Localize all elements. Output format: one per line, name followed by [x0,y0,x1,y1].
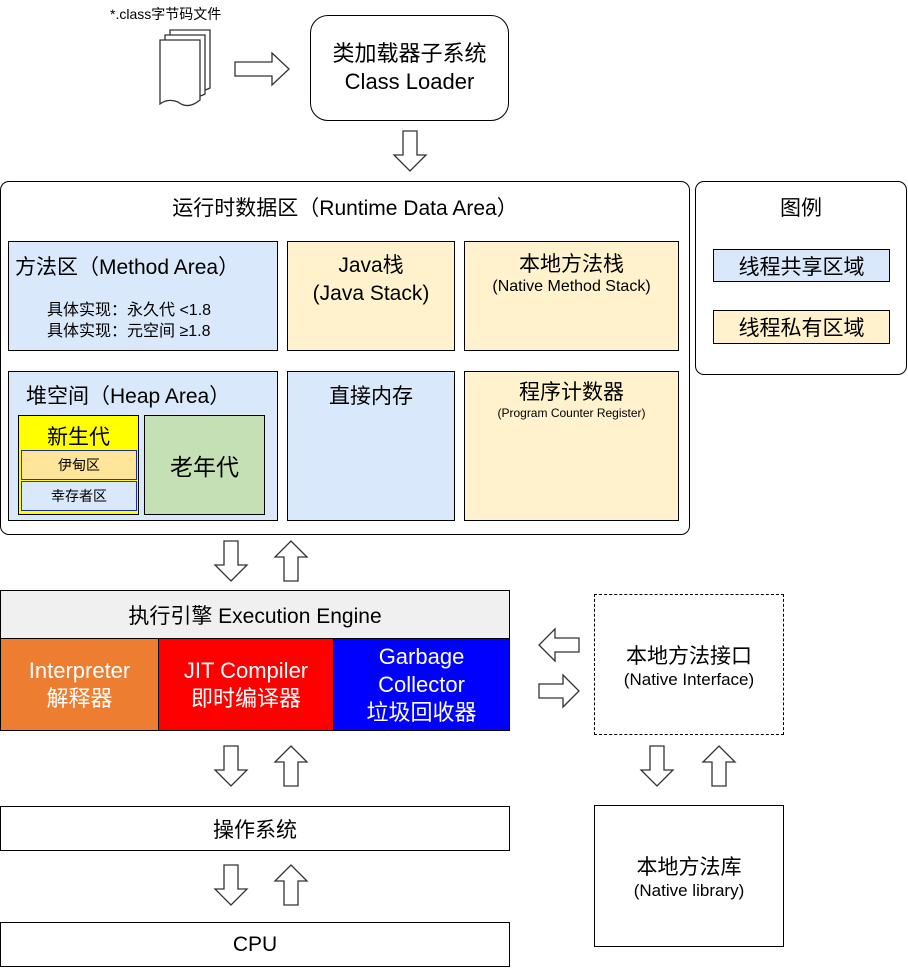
method-area: 方法区（Method Area） 具体实现：永久代 <1.8 具体实现：元空间 … [8,241,278,351]
direct-memory: 直接内存 [287,371,455,521]
direct-memory-label: 直接内存 [329,385,413,408]
young-gen-label: 新生代 [47,426,110,449]
native-library: 本地方法库 (Native library) [594,805,784,947]
operating-system: 操作系统 [0,806,510,851]
arrow-up-icon [273,864,309,906]
native-interface: 本地方法接口 (Native Interface) [594,594,784,735]
interpreter: Interpreter 解释器 [0,638,159,731]
gc-en-1: Garbage [378,643,465,669]
native-method-stack: 本地方法栈 (Native Method Stack) [464,241,679,351]
arrow-up-icon [273,540,309,582]
legend-private: 线程私有区域 [713,310,890,344]
old-generation: 老年代 [144,415,265,515]
interpreter-en: Interpreter [28,657,131,683]
garbage-collector: Garbage Collector 垃圾回收器 [333,638,510,731]
runtime-title: 运行时数据区（Runtime Data Area） [172,197,518,220]
arrow-down-icon [392,130,428,172]
arrow-left-icon [538,627,580,663]
eden-space: 伊甸区 [21,450,137,480]
class-loader-en: Class Loader [344,69,475,94]
heap-title: 堆空间（Heap Area） [26,385,231,408]
jit-en: JIT Compiler [183,657,309,683]
method-area-title: 方法区（Method Area） [15,256,240,279]
class-file-caption: *.class字节码文件 [110,6,222,22]
runtime-data-area: 运行时数据区（Runtime Data Area） [0,181,690,535]
execution-engine-header: 执行引擎 Execution Engine [0,590,510,639]
native-stack-cn: 本地方法栈 [519,253,624,276]
arrow-down-icon [213,540,249,582]
survivor-space: 幸存者区 [21,481,137,511]
jit-compiler: JIT Compiler 即时编译器 [158,638,334,731]
pc-en: (Program Counter Register) [497,406,646,420]
arrow-right-icon [538,673,580,709]
document-stack-icon [159,29,211,107]
arrow-up-icon [273,745,309,787]
legend-shared: 线程共享区域 [713,249,890,282]
legend-title: 图例 [780,197,822,220]
impl-metaspace: 具体实现：元空间 ≥1.8 [47,323,211,340]
java-stack-en: (Java Stack) [312,282,430,305]
arrow-down-icon [213,745,249,787]
class-loader-box: 类加载器子系统 Class Loader [310,15,509,121]
native-interface-cn: 本地方法接口 [626,644,752,668]
jit-cn: 即时编译器 [190,685,301,711]
arrow-down-icon [213,864,249,906]
gc-en-2: Collector [378,671,465,697]
interpreter-cn: 解释器 [46,685,113,711]
java-stack-cn: Java栈 [338,254,404,277]
arrow-up-icon [701,745,737,787]
pc-cn: 程序计数器 [519,381,624,404]
native-stack-en: (Native Method Stack) [492,278,651,295]
java-stack: Java栈 (Java Stack) [287,241,455,351]
program-counter-register: 程序计数器 (Program Counter Register) [464,371,679,521]
method-area-impl: 具体实现：永久代 <1.8 具体实现：元空间 ≥1.8 [47,300,211,342]
arrow-right-icon [234,51,290,87]
native-interface-en: (Native Interface) [623,669,755,689]
cpu: CPU [0,922,510,967]
legend: 图例 [695,181,907,375]
class-loader-cn: 类加载器子系统 [332,41,487,66]
native-library-cn: 本地方法库 [636,856,742,879]
arrow-down-icon [639,745,675,787]
impl-permgen: 具体实现：永久代 <1.8 [47,302,212,319]
gc-cn: 垃圾回收器 [366,699,477,725]
native-library-en: (Native library) [633,881,745,900]
